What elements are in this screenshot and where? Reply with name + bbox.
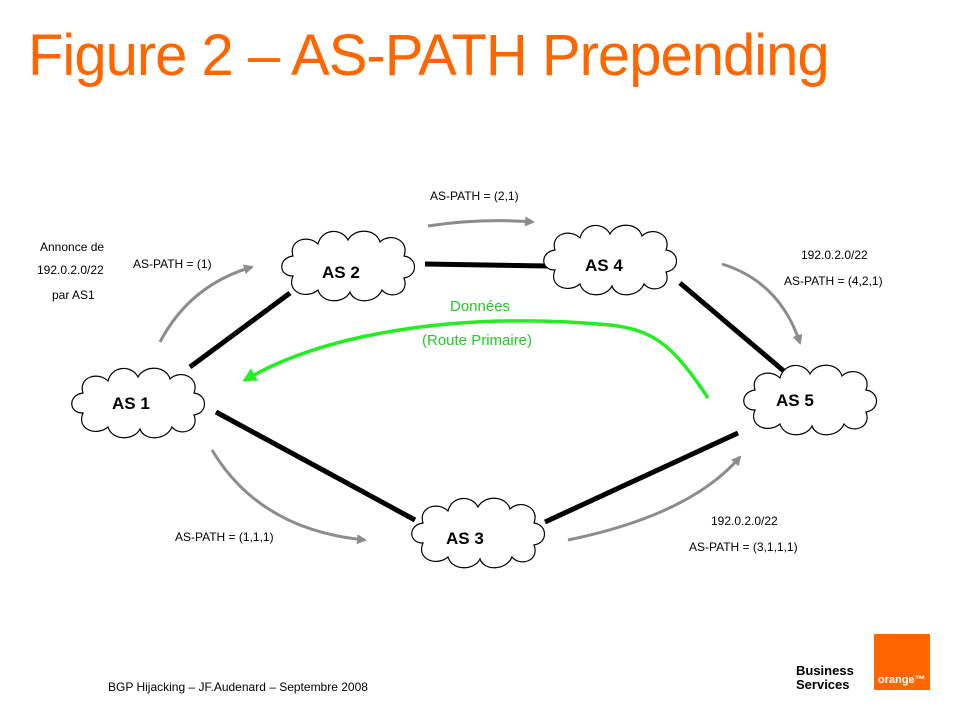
link-as3-as5 <box>543 430 740 525</box>
announce-label-2: 192.0.2.0/22 <box>37 263 104 277</box>
data-flow-arrow <box>242 319 710 399</box>
orange-logo: orange™ <box>874 634 930 690</box>
announce-label-1: Annonce de <box>40 240 104 254</box>
arrow-as4-to-as5 <box>721 262 803 345</box>
link-as4-as5 <box>678 281 787 374</box>
footer-caption: BGP Hijacking – JF.Audenard – Septembre … <box>108 680 368 694</box>
arrow-as1-to-as2 <box>158 264 254 343</box>
brand-line-1: Business <box>796 663 854 678</box>
data-flow-label-2: (Route Primaire) <box>422 332 532 349</box>
node-label-as2: AS 2 <box>322 263 360 282</box>
node-label-as3: AS 3 <box>446 529 484 548</box>
announce-label-3: par AS1 <box>52 288 95 302</box>
data-flow-label-1: Données <box>450 298 510 315</box>
label-as1-to-as3: AS-PATH = (1,1,1) <box>175 530 274 544</box>
node-label-as5: AS 5 <box>776 391 814 410</box>
label-as2-to-as4: AS-PATH = (2,1) <box>430 189 519 203</box>
link-as1-as2 <box>188 290 292 370</box>
arrow-as2-to-as4 <box>427 216 535 228</box>
logo-text: orange™ <box>878 674 926 686</box>
slide-title: Figure 2 – AS-PATH Prepending <box>28 23 830 88</box>
link-as2-as4 <box>424 261 549 269</box>
label-as4-prefix: 192.0.2.0/22 <box>801 248 868 262</box>
brand-text: Business Services <box>796 664 854 692</box>
link-as1-as3 <box>214 409 417 523</box>
label-as4-path: AS-PATH = (4,2,1) <box>784 274 883 288</box>
node-label-as1: AS 1 <box>112 394 150 413</box>
label-as3-prefix: 192.0.2.0/22 <box>711 514 778 528</box>
brand-line-2: Services <box>796 677 850 692</box>
label-as3-path: AS-PATH = (3,1,1,1) <box>689 540 798 554</box>
label-as1-to-as2: AS-PATH = (1) <box>133 257 212 271</box>
announcement-arrows <box>158 216 803 545</box>
arrow-as1-to-as3 <box>210 449 367 545</box>
arrow-as3-to-as5 <box>567 455 742 542</box>
node-label-as4: AS 4 <box>585 256 623 275</box>
links <box>188 261 787 525</box>
